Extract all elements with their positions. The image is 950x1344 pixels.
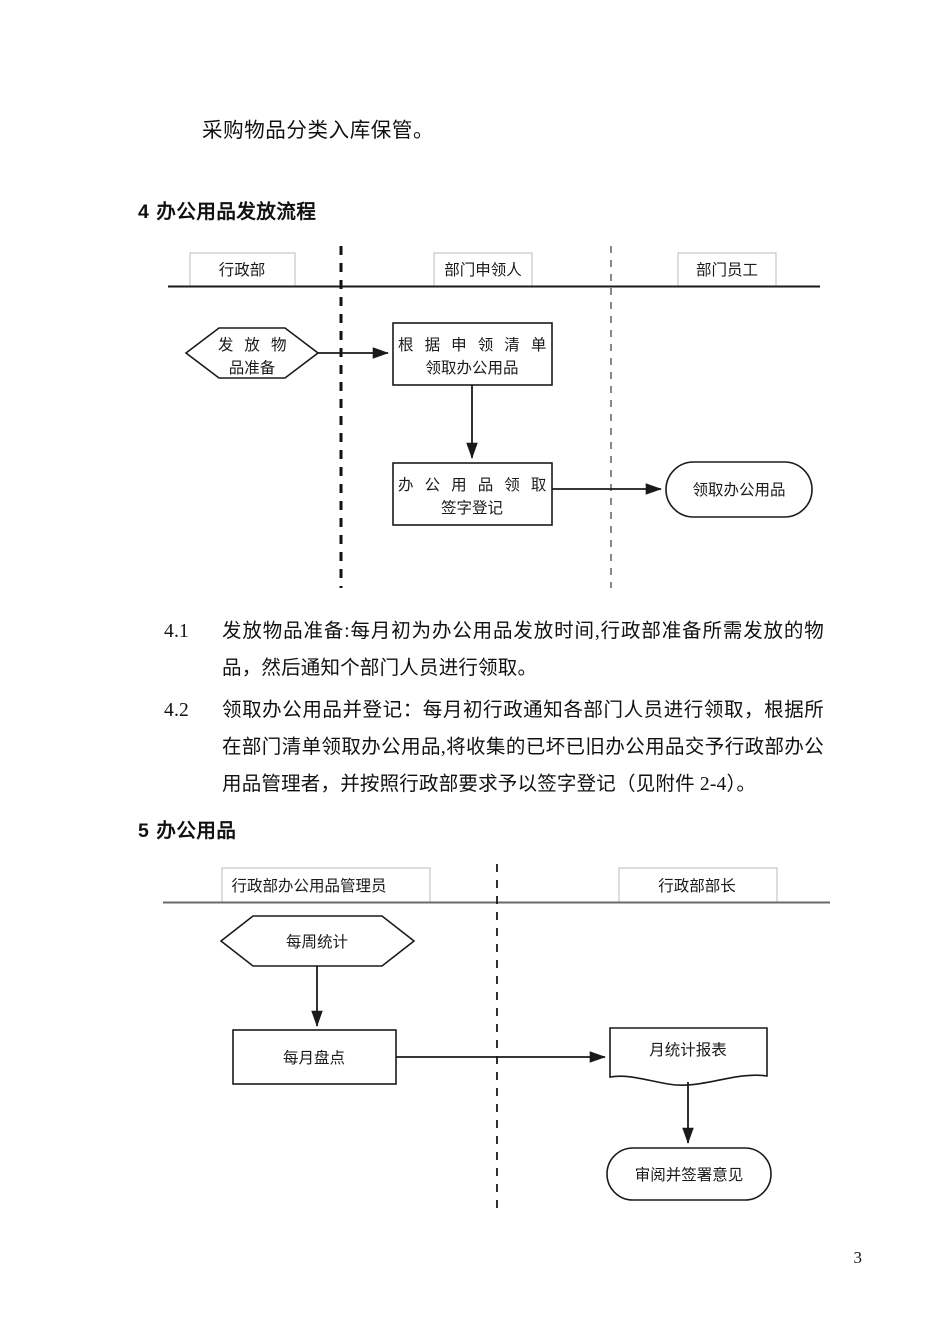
paragraph-4-2-number: 4.2 (164, 700, 189, 721)
flowchart-inventory-process: 行政部办公用品管理员 行政部部长 每周统计 每月盘点 月统计报表 (0, 858, 950, 1218)
node-review-and-sign: 审阅并签署意见 (606, 1147, 772, 1201)
lane-label-supplies-manager: 行政部办公用品管理员 (231, 877, 386, 895)
node-sign-register: 办 公 用 品 领 取 签字登记 (392, 462, 553, 526)
section-4-heading: 4 办公用品发放流程 (138, 195, 316, 224)
node-sign-register-line2: 签字登记 (441, 499, 503, 517)
lane-label-employee: 部门员工 (696, 261, 758, 279)
node-prepare-goods-line2: 品准备 (229, 359, 276, 377)
node-monthly-report-label: 月统计报表 (649, 1041, 727, 1059)
node-receive-supplies-label: 领取办公用品 (692, 481, 785, 499)
node-pick-by-list-line2: 领取办公用品 (425, 359, 518, 377)
page-number: 3 (853, 1248, 863, 1267)
paragraph-4-2-text: 领取办公用品并登记：每月初行政通知各部门人员进行领取，根据所在部门清单领取办公用… (222, 700, 824, 795)
lane-label-requester: 部门申领人 (444, 261, 522, 279)
node-weekly-statistics-label: 每周统计 (286, 933, 348, 951)
paragraph-4-1-text: 发放物品准备:每月初为办公用品发放时间,行政部准备所需发放的物品，然后通知个部门… (222, 621, 824, 679)
section-5-heading: 5 办公用品 (138, 814, 236, 843)
node-pick-by-list: 根 据 申 领 清 单 领取办公用品 (392, 322, 553, 386)
section-5-title: 办公用品 (156, 820, 237, 842)
section-4-title: 办公用品发放流程 (156, 201, 317, 223)
lane-label-admin: 行政部 (219, 261, 266, 279)
section-4-number: 4 (138, 201, 150, 223)
node-sign-register-line1: 办 公 用 品 领 取 (398, 476, 550, 494)
lane-header-boxes (221, 867, 778, 903)
node-receive-supplies: 领取办公用品 (665, 461, 813, 518)
flowchart-dispensing-process: 行政部 部门申领人 部门员工 发 放 物 品准备 根 据 申 领 清 单 领取办… (0, 240, 950, 600)
section-5-number: 5 (138, 820, 150, 842)
intro-paragraph: 采购物品分类入库保管。 (202, 120, 435, 142)
node-review-and-sign-label: 审阅并签署意见 (635, 1165, 744, 1184)
node-prepare-goods: 发 放 物 品准备 (184, 327, 320, 379)
lane-label-admin-director: 行政部部长 (658, 877, 736, 895)
node-prepare-goods-line1: 发 放 物 (218, 336, 290, 354)
node-pick-by-list-line1: 根 据 申 领 清 单 (398, 336, 550, 354)
paragraph-4-2: 4.2 领取办公用品并登记：每月初行政通知各部门人员进行领取，根据所在部门清单领… (164, 692, 824, 803)
node-monthly-count-label: 每月盘点 (283, 1048, 345, 1067)
node-weekly-statistics: 每周统计 (219, 915, 416, 967)
lane-header-boxes (189, 252, 777, 287)
node-monthly-count: 每月盘点 (232, 1029, 397, 1085)
node-monthly-report: 月统计报表 (609, 1027, 768, 1086)
paragraph-4-1-number: 4.1 (164, 621, 189, 642)
paragraph-4-1: 4.1 发放物品准备:每月初为办公用品发放时间,行政部准备所需发放的物品，然后通… (164, 613, 824, 687)
